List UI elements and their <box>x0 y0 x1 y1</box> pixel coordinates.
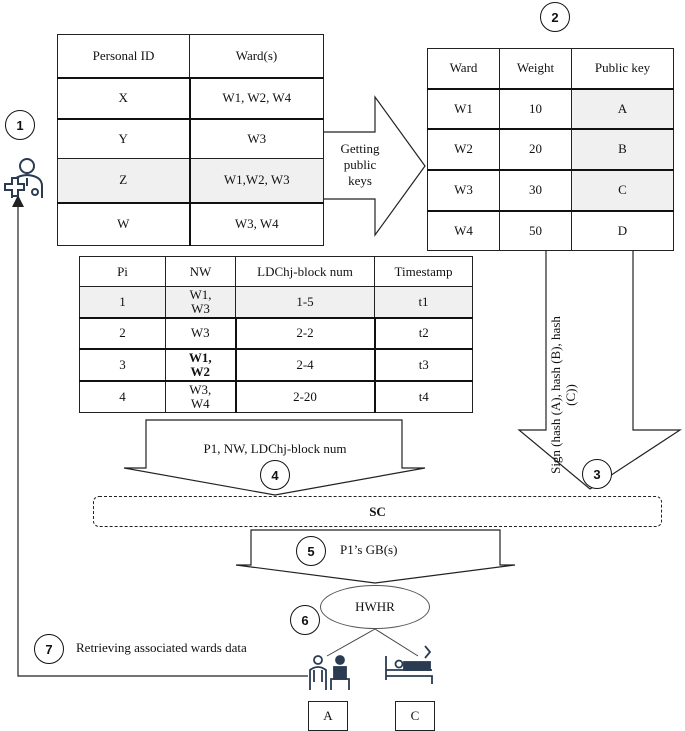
hospital-bed-icon <box>385 645 433 684</box>
table-cell: W1, W2 <box>165 347 236 381</box>
doctor-patient-icon <box>309 655 350 690</box>
doctor-icon <box>4 158 43 198</box>
hwhr-label: HWHR <box>355 599 395 614</box>
smart-contract-box: SC <box>93 496 662 527</box>
ward-assignment-table: Personal ID Ward(s) X W1, W2, W4 Y W3 Z … <box>57 34 324 246</box>
table-cell: 2-4 <box>234 347 375 381</box>
table-cell: t2 <box>373 316 473 349</box>
ward-box-label: C <box>410 708 420 723</box>
table-cell: B <box>571 127 674 170</box>
table-cell: A <box>571 87 674 129</box>
table-cell: W3, W4 <box>188 201 324 246</box>
table-cell: D <box>571 209 674 251</box>
table-cell: 2-2 <box>234 316 375 349</box>
table-cell: W1,W2, W3 <box>188 158 324 203</box>
header-weight: Weight <box>499 48 572 89</box>
p1-query-arrow <box>123 419 426 496</box>
getting-keys-label: Getting public keys <box>340 141 380 188</box>
sc-label: SC <box>369 503 386 519</box>
table-cell: 4 <box>79 379 166 413</box>
retrieve-line <box>17 205 308 677</box>
header-public-key: Public key <box>571 48 674 89</box>
sign-label: Sign (hash (A), hash (B), hash (C)) <box>548 316 578 474</box>
p1-gb-label: P1’s GB(s) <box>340 542 398 557</box>
header-block-num: LDChj-block num <box>235 256 375 287</box>
hwhr-node: HWHR <box>320 585 430 629</box>
table-cell: W1 <box>427 87 500 129</box>
table-cell: 20 <box>499 127 572 170</box>
header-pi: Pi <box>79 256 166 287</box>
step-6-badge: 6 <box>290 605 320 635</box>
header-ward: Ward <box>427 48 500 89</box>
table-cell: 3 <box>79 347 166 381</box>
table-cell: t3 <box>373 347 473 381</box>
ward-box-label: A <box>323 708 333 723</box>
table-cell: t4 <box>373 379 473 413</box>
sign-arrow <box>517 249 683 490</box>
table-cell: 30 <box>499 168 572 211</box>
step-3-badge: 3 <box>582 459 612 489</box>
ward-box-c: C <box>395 701 435 731</box>
table-cell: W1, W2, W4 <box>188 76 324 119</box>
retrieving-label: Retrieving associated wards data <box>76 640 247 655</box>
table-cell: C <box>571 168 674 211</box>
table-cell: 50 <box>499 209 572 251</box>
step-7-badge: 7 <box>34 634 64 664</box>
block-table: Pi NW LDChj-block num Timestamp 1 W1, W3… <box>79 256 473 413</box>
table-cell: W <box>57 201 190 246</box>
step-4-badge: 4 <box>260 460 290 490</box>
header-wards: Ward(s) <box>189 34 324 78</box>
table-cell: W4 <box>427 209 500 251</box>
header-personal-id: Personal ID <box>57 34 190 78</box>
table-cell: W2 <box>427 127 500 170</box>
step-2-badge: 2 <box>540 2 570 32</box>
table-cell: 2 <box>79 316 166 349</box>
header-nw: NW <box>165 256 236 287</box>
step-1-badge: 1 <box>5 110 35 140</box>
table-cell: W1, W3 <box>165 286 236 318</box>
p1-query-label: P1, NW, LDChj-block num <box>203 441 347 456</box>
table-cell: 1-5 <box>235 286 375 318</box>
table-cell: W3 <box>188 117 324 159</box>
table-cell: X <box>57 76 190 119</box>
ward-box-a: A <box>308 701 348 731</box>
header-timestamp: Timestamp <box>374 256 473 287</box>
table-cell: Y <box>57 117 190 159</box>
table-cell: 2-20 <box>234 379 375 413</box>
table-cell: W3, W4 <box>165 379 236 413</box>
table-cell: W3 <box>427 168 500 211</box>
table-cell: Z <box>57 158 190 203</box>
getting-keys-arrow <box>321 95 426 237</box>
table-cell: W3 <box>165 316 236 349</box>
table-cell: 1 <box>79 286 166 318</box>
table-cell: 10 <box>499 87 572 129</box>
public-key-table: Ward Weight Public key W1 10 A W2 20 B W… <box>427 48 674 251</box>
step-5-badge: 5 <box>296 536 326 566</box>
table-cell: t1 <box>374 286 473 318</box>
